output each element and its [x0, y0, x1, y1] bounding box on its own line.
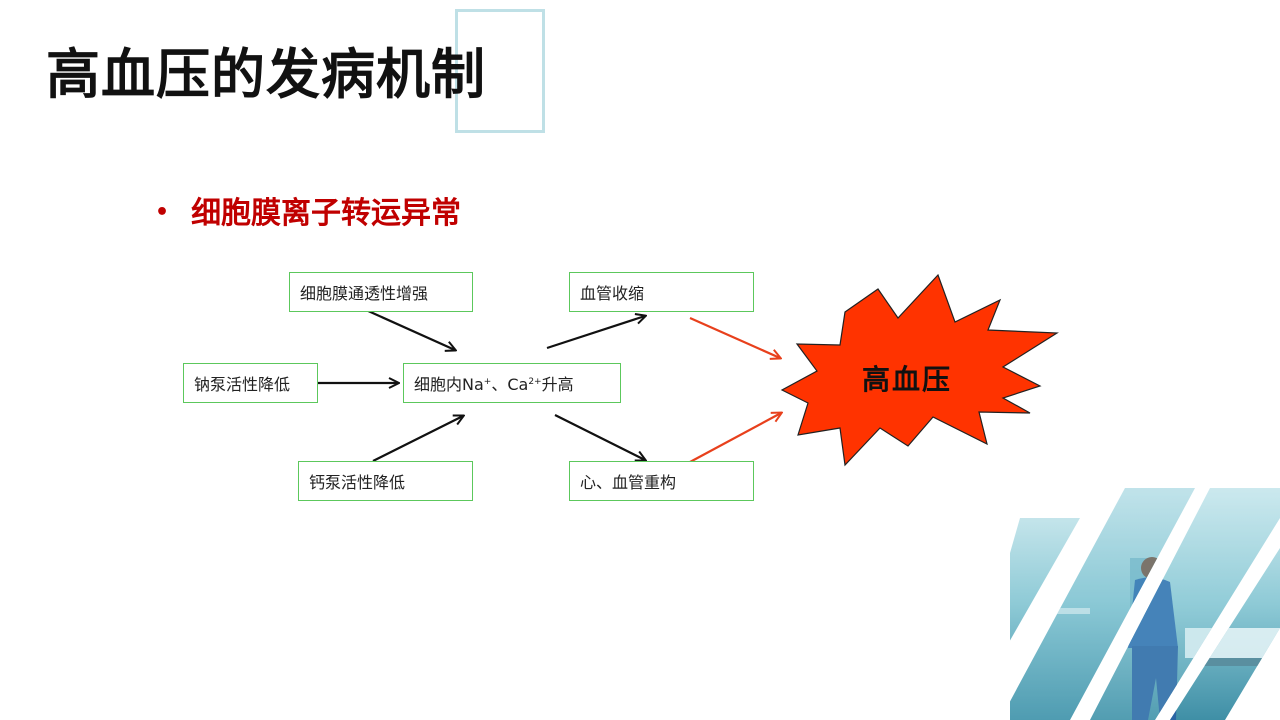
bullet-heading: • 细胞膜离子转运异常: [155, 188, 461, 232]
ca-superscript: 2+: [528, 377, 542, 387]
arrow-calcium-to-center: [372, 416, 463, 462]
arrow-remodeling-to-outcome: [689, 413, 781, 463]
box-calcium-pump-label: 钙泵活性降低: [309, 473, 406, 492]
hospital-photo-decoration: [1010, 488, 1280, 720]
arrow-vasoconstriction-to-outcome: [689, 316, 780, 358]
box-vasoconstriction-label: 血管收缩: [580, 284, 645, 303]
box-calcium-pump: 钙泵活性降低: [298, 461, 473, 501]
arrow-center-to-vasoconstriction: [546, 316, 645, 350]
center-separator: 、Ca: [491, 375, 529, 394]
box-sodium-pump: 钠泵活性降低: [183, 363, 318, 403]
outcome-label: 高血压: [862, 363, 953, 396]
burst-shape: [780, 273, 1059, 467]
bullet-dot-icon: •: [155, 200, 170, 225]
bullet-text: 细胞膜离子转运异常: [191, 196, 462, 231]
center-prefix: 细胞内Na: [414, 375, 484, 394]
box-sodium-pump-label: 钠泵活性降低: [194, 375, 291, 394]
box-intracellular-ions-label: 细胞内Na+、Ca2+升高: [414, 371, 574, 395]
box-membrane-permeability: 细胞膜通透性增强: [289, 272, 473, 312]
na-superscript: +: [483, 377, 492, 387]
box-vascular-remodeling-label: 心、血管重构: [580, 473, 677, 492]
arrow-membrane-to-center: [365, 308, 455, 350]
center-suffix: 升高: [541, 375, 574, 394]
arrow-center-to-remodeling: [554, 414, 645, 460]
box-membrane-permeability-label: 细胞膜通透性增强: [300, 284, 429, 303]
box-vasoconstriction: 血管收缩: [569, 272, 754, 312]
box-vascular-remodeling: 心、血管重构: [569, 461, 754, 501]
title-frame-decoration: [455, 9, 545, 133]
page-title: 高血压的发病机制: [46, 43, 486, 106]
box-intracellular-ions: 细胞内Na+、Ca2+升高: [403, 363, 621, 403]
